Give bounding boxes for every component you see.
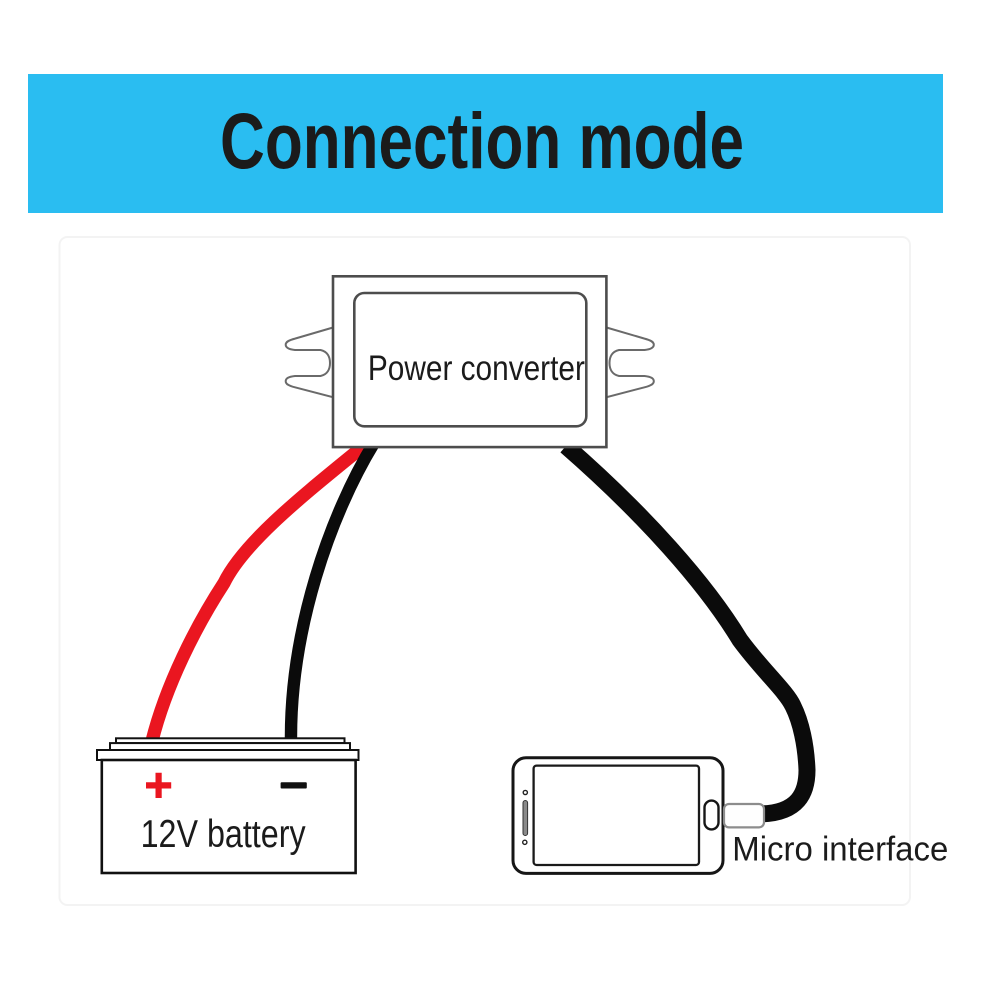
- svg-text:Power converter: Power converter: [368, 349, 585, 388]
- svg-text:Connection mode: Connection mode: [220, 96, 744, 185]
- svg-text:12V battery: 12V battery: [141, 813, 306, 856]
- svg-text:Micro interface: Micro interface: [732, 831, 948, 869]
